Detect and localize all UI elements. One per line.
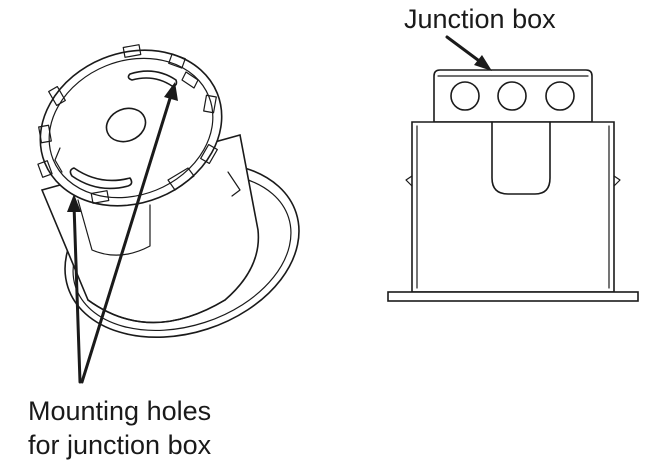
mounting-holes-label-line2: for junction box — [28, 430, 212, 460]
housing-cutout — [491, 121, 551, 195]
knockout-1 — [450, 81, 480, 111]
knockout-3 — [545, 81, 575, 111]
leader-arrows — [67, 35, 492, 384]
mounting-holes-label-line1: Mounting holes — [28, 396, 212, 426]
center-hole — [105, 107, 147, 143]
knockout-2 — [497, 81, 527, 111]
mounting-slot-lower — [69, 167, 133, 190]
junction-box — [433, 69, 593, 123]
mounting-flange — [387, 291, 639, 302]
can-housing — [411, 121, 615, 293]
mounting-slot-upper — [127, 70, 178, 87]
recessed-can-perspective-view — [37, 44, 300, 339]
junction-box-label: Junction box — [404, 4, 556, 34]
rim-tabs — [37, 44, 218, 204]
recessed-can-side-view — [387, 69, 639, 302]
can-top-plate — [39, 49, 223, 207]
